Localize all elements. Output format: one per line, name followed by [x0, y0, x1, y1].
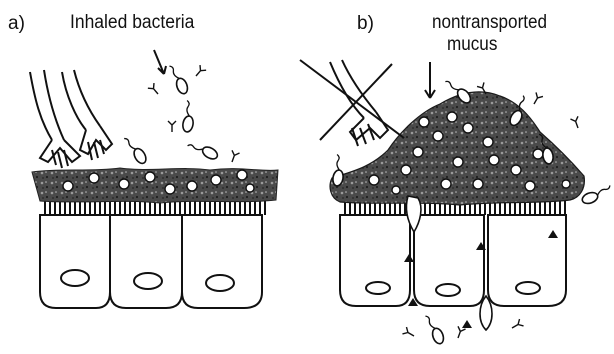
nucleus-a1 — [61, 270, 89, 286]
cilia-row-a — [45, 201, 265, 215]
nucleus-a2 — [134, 273, 162, 289]
cilium-icon — [30, 70, 112, 168]
arrow-icon — [425, 62, 435, 98]
cell-a2 — [110, 215, 182, 308]
bacterium-icon — [124, 63, 239, 166]
nucleus-b3 — [516, 282, 540, 294]
nucleus-b1 — [366, 282, 390, 294]
inhaled-bacteria-annotation: Inhaled bacteria — [70, 13, 194, 32]
epithelial-cells-b — [340, 215, 566, 306]
panel-b — [300, 60, 613, 345]
mucus-annotation: mucus — [447, 35, 497, 54]
nucleus-a3 — [206, 275, 234, 291]
nucleus-b2 — [436, 284, 460, 296]
panel-a — [30, 50, 278, 308]
nontransported-annotation: nontransported — [432, 13, 547, 32]
panel-a-letter: a) — [8, 14, 25, 33]
arrow-icon — [154, 50, 166, 74]
cell-a1 — [40, 215, 110, 308]
cell-a3 — [182, 215, 262, 308]
panel-b-letter: b) — [357, 14, 374, 33]
epithelial-cells-a — [40, 215, 262, 308]
